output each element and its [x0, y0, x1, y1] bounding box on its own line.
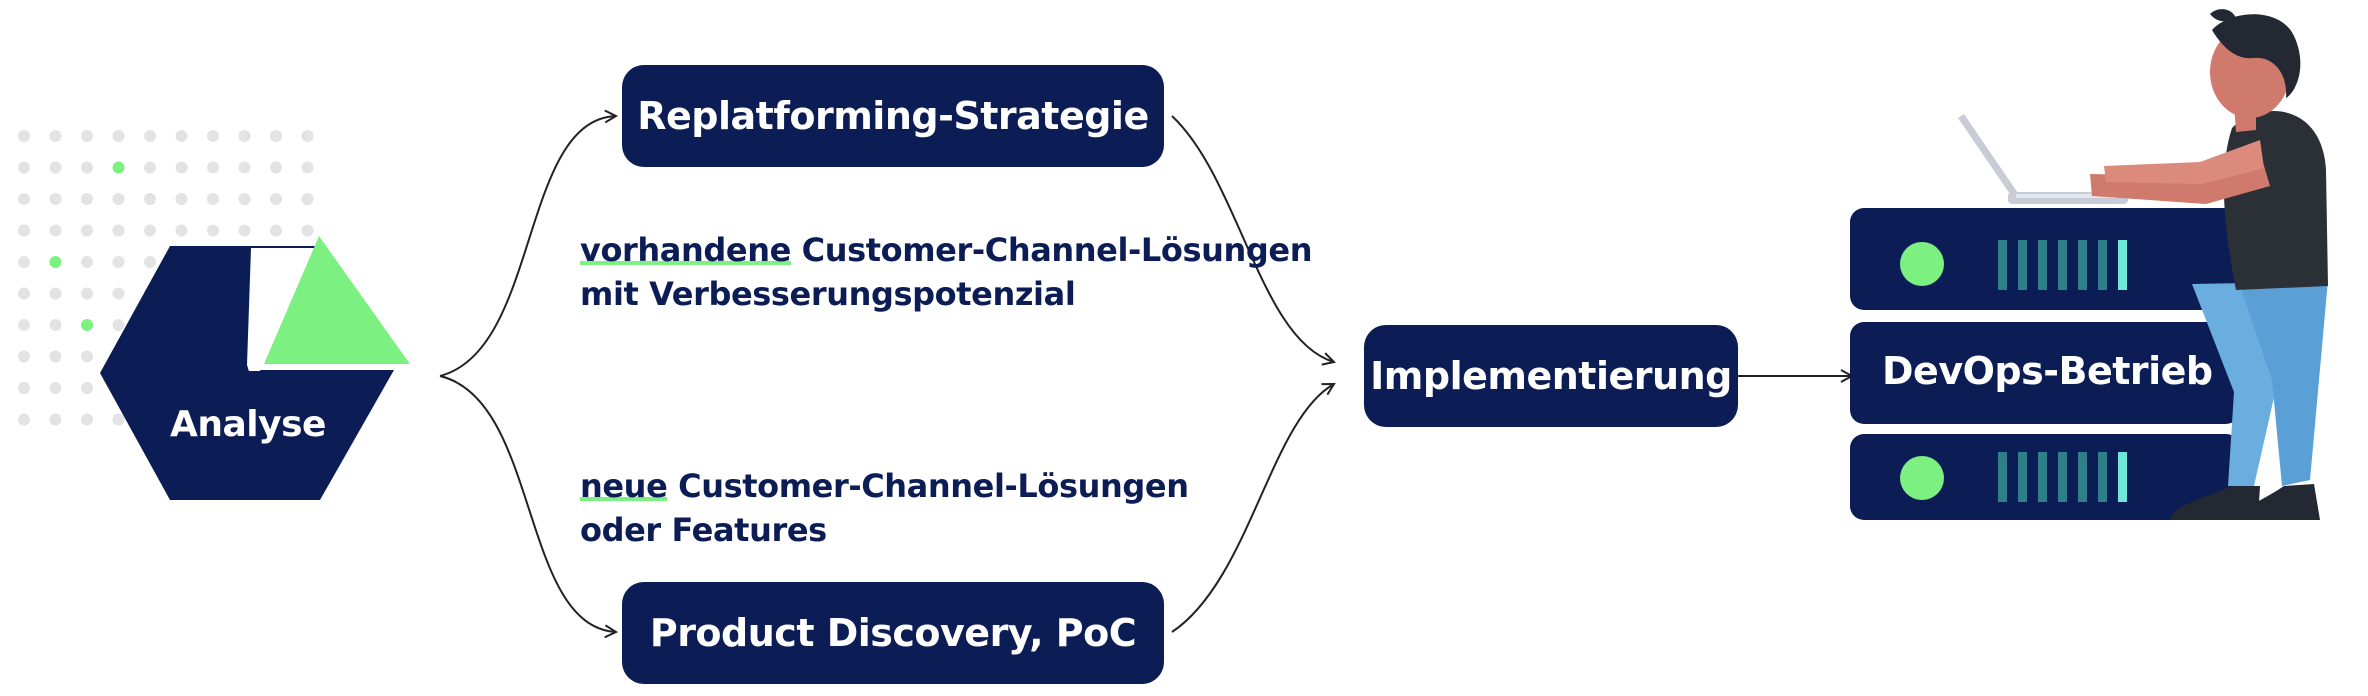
arrow-replatforming-to-implementierung [1171, 115, 1334, 362]
decorative-dot [238, 130, 251, 142]
decorative-dot [18, 193, 30, 205]
decorative-dot [144, 256, 156, 268]
decorative-dot [49, 224, 62, 237]
decorative-dot [81, 161, 93, 174]
decorative-dot [238, 193, 251, 205]
decorative-dot [112, 413, 125, 426]
decorative-dot [18, 256, 30, 268]
server-illustration [1850, 9, 2328, 520]
decorative-dot [301, 161, 314, 174]
decorative-dot [301, 193, 314, 205]
decorative-dot [112, 256, 125, 268]
decorative-dot [270, 224, 282, 237]
decorative-dot [81, 287, 93, 300]
decorative-dot [81, 224, 93, 237]
arrow-analyse-to-replatforming [439, 116, 616, 377]
product-discovery-box: Product Discovery, PoC [622, 582, 1164, 684]
decorative-dot [81, 382, 93, 394]
decorative-dot [301, 130, 314, 142]
note-lower: neue Customer-Channel-Lösungen oder Feat… [580, 464, 1189, 552]
decorative-dot [238, 224, 251, 237]
decorative-dot [112, 193, 125, 205]
decorative-dot [270, 130, 282, 142]
decorative-dot [112, 287, 125, 300]
arrow-analyse-to-discovery [439, 375, 616, 632]
decorative-dot [270, 193, 282, 205]
note-upper-rest: Customer-Channel-Lösungen [790, 231, 1313, 269]
decorative-dot [18, 413, 30, 426]
replatforming-strategie-box: Replatforming-Strategie [622, 65, 1164, 167]
decorative-dot [18, 382, 30, 394]
decorative-dot [49, 193, 62, 205]
decorative-dot [175, 224, 188, 237]
decorative-dot [18, 224, 30, 237]
decorative-dot [18, 161, 30, 174]
decorative-dot [207, 161, 219, 174]
decorative-dot [81, 256, 93, 268]
decorative-dot [270, 161, 282, 174]
decorative-dot [18, 350, 30, 363]
hexagon-body [100, 246, 394, 500]
decorative-dot [81, 193, 93, 205]
decorative-dot [18, 130, 30, 142]
decorative-dot [144, 130, 156, 142]
note-upper: vorhandene Customer-Channel-Lösungen mit… [580, 228, 1312, 316]
decorative-dot [175, 193, 188, 205]
decorative-dot [49, 350, 62, 363]
devops-betrieb-label: DevOps-Betrieb [1882, 349, 2213, 393]
note-lower-rest: Customer-Channel-Lösungen [667, 467, 1189, 505]
decorative-dot [238, 161, 251, 174]
analyse-hexagon-shape [100, 236, 410, 500]
decorative-dot [81, 130, 93, 142]
decorative-dot [18, 287, 30, 300]
decorative-dot [112, 130, 125, 142]
decorative-dot [112, 224, 125, 237]
implementierung-box: Implementierung [1364, 325, 1738, 427]
decorative-dot [49, 382, 62, 394]
person-figure [2090, 9, 2328, 520]
note-upper-line2: mit Verbesserungspotenzial [580, 275, 1076, 313]
decorative-dot [49, 161, 62, 174]
green-triangle-icon [264, 236, 410, 364]
server-unit-bottom [1850, 434, 2240, 520]
decorative-dot [49, 256, 62, 268]
decorative-dot [49, 413, 62, 426]
decorative-dot [18, 319, 30, 331]
decorative-dot [301, 224, 314, 237]
decorative-dot [81, 319, 93, 331]
analyse-label: Analyse [170, 404, 326, 445]
server-unit-middle [1850, 322, 2240, 424]
decorative-dot [207, 193, 219, 205]
note-lower-highlight: neue [580, 467, 668, 505]
decorative-dot [175, 130, 188, 142]
decorative-dot [49, 319, 62, 331]
decorative-dot [207, 130, 219, 142]
decorative-dot [49, 130, 62, 142]
decorative-dot [175, 161, 188, 174]
server-unit-top [1850, 208, 2240, 310]
arrow-discovery-to-implementierung [1171, 384, 1334, 633]
decorative-dot [49, 287, 62, 300]
decorative-dot [112, 161, 125, 174]
decorative-dot [144, 193, 156, 205]
decorative-dot [144, 224, 156, 237]
decorative-dot [112, 319, 125, 331]
note-lower-line2: oder Features [580, 511, 827, 549]
decorative-dot [81, 413, 93, 426]
decorative-dot [144, 161, 156, 174]
note-upper-highlight: vorhandene [580, 231, 791, 269]
decorative-dot [207, 224, 219, 237]
decorative-dot [81, 350, 93, 363]
